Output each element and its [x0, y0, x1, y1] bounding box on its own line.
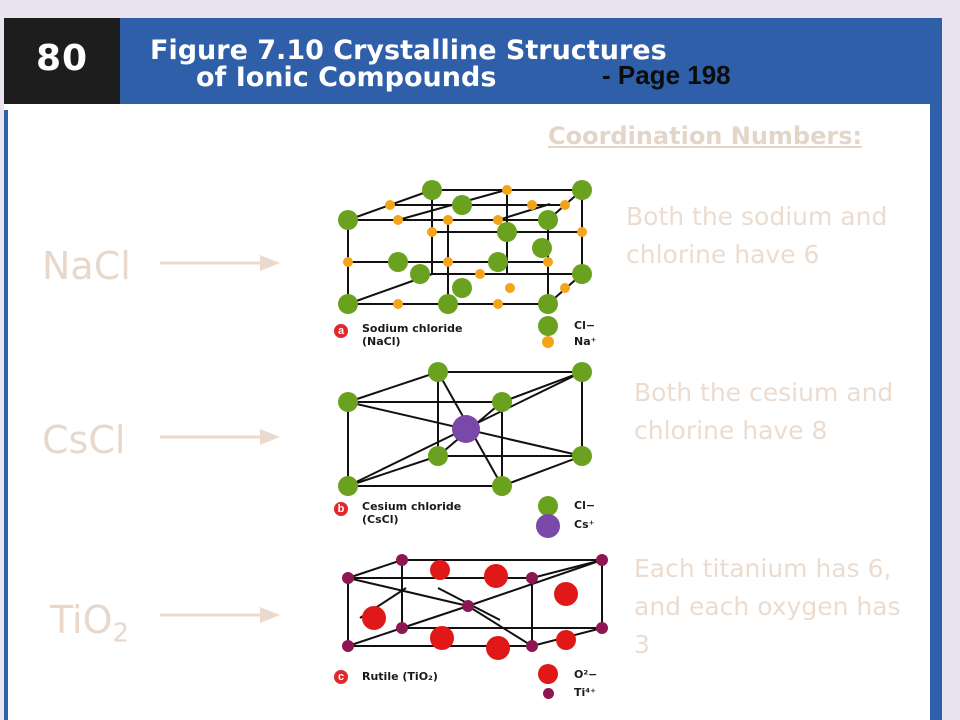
arrow-right-icon — [160, 607, 280, 623]
figure-title-line2: of Ionic Compounds — [196, 62, 497, 93]
nacl-legend-na: Na⁺ — [574, 335, 597, 348]
cscl-legend-cs: Cs⁺ — [574, 518, 595, 531]
tio2-legend-o: O²− — [574, 668, 598, 681]
cscl-legend-cl: Cl− — [574, 499, 596, 512]
nacl-legend-cl: Cl− — [574, 319, 596, 332]
formula-nacl: NaCl — [42, 244, 131, 288]
tio2-coordination-text: Each titanium has 6, and each oxygen has… — [634, 554, 901, 659]
formula-tio2-subscript: 2 — [112, 618, 130, 649]
cscl-coordination-text: Both the cesium and chlorine have 8 — [634, 378, 894, 445]
formula-tio2: TiO2 — [50, 598, 129, 649]
chlorine-legend-ball — [538, 316, 558, 336]
cscl-caption-line2: (CsCl) — [362, 513, 399, 526]
formula-cscl: CsCl — [42, 418, 126, 462]
caption-letter-c: c — [334, 670, 348, 684]
nacl-caption: Sodium chloride (NaCl) — [362, 322, 462, 348]
slide-border-right — [930, 18, 942, 720]
tio2-crystal-diagram — [342, 554, 608, 660]
arrow-right-icon — [160, 429, 280, 445]
tio2-legend-ti: Ti⁴⁺ — [574, 686, 596, 699]
cscl-crystal-diagram — [338, 362, 592, 496]
figure-title-line1: Figure 7.10 Crystalline Structures — [150, 35, 667, 66]
nacl-crystal-diagram — [338, 180, 592, 314]
formula-tio2-main: TiO — [50, 598, 113, 642]
arrow-right-icon — [160, 255, 280, 271]
chlorine-legend-ball — [538, 496, 558, 516]
slide-border-left — [4, 110, 8, 720]
oxygen-legend-ball — [538, 664, 558, 684]
nacl-coordination-text: Both the sodium and chlorine have 6 — [626, 202, 888, 269]
header-title-band — [120, 18, 930, 104]
cscl-caption: Cesium chloride (CsCl) — [362, 500, 461, 526]
cscl-caption-line1: Cesium chloride — [362, 500, 462, 513]
sodium-legend-ball — [542, 336, 554, 348]
nacl-caption-line1: Sodium chloride — [362, 322, 463, 335]
cesium-legend-ball — [536, 514, 560, 538]
caption-letter-a: a — [334, 324, 348, 338]
nacl-caption-line2: (NaCl) — [362, 335, 401, 348]
nacl-atoms — [338, 180, 592, 314]
page-reference: - Page 198 — [602, 60, 731, 90]
titanium-legend-ball — [543, 688, 554, 699]
coordination-numbers-heading: Coordination Numbers: — [548, 122, 863, 150]
page-number: 80 — [36, 38, 89, 79]
caption-letter-b: b — [334, 502, 348, 516]
tio2-caption: Rutile (TiO₂) — [362, 670, 438, 683]
